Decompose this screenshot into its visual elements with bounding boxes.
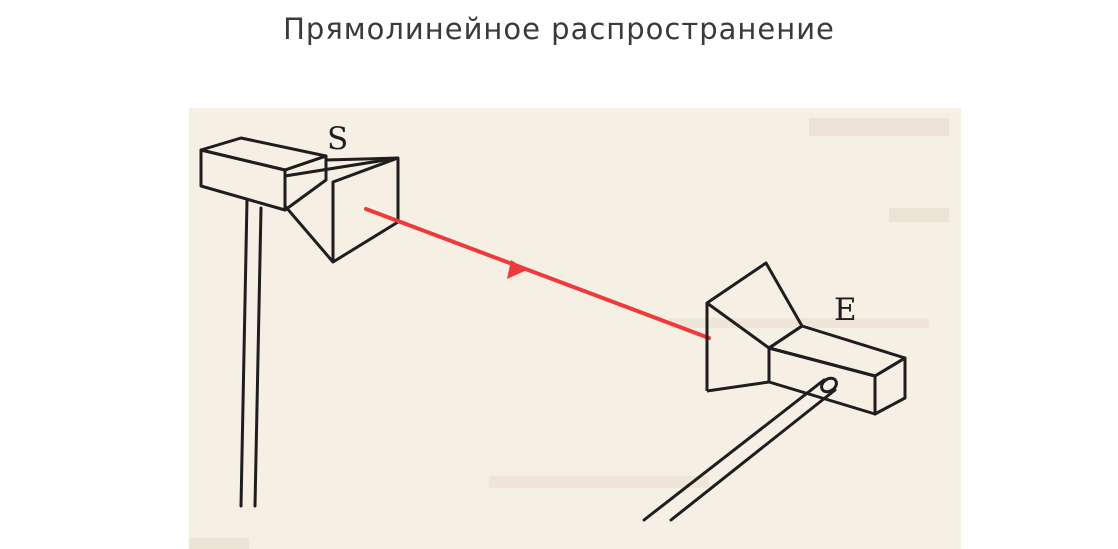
- receiver-box: [767, 324, 907, 416]
- source-label: S: [327, 121, 348, 157]
- source-box: [199, 136, 328, 212]
- propagation-beam: [364, 207, 711, 340]
- receiver-label: E: [834, 292, 857, 328]
- scan-bleed-through: [189, 118, 949, 549]
- source-stand: [239, 198, 263, 508]
- beam-arrowhead: [507, 260, 527, 279]
- diagram-panel: S E: [189, 108, 961, 549]
- source-horn: [283, 156, 400, 264]
- rectilinear-propagation-diagram: S E: [189, 118, 949, 549]
- receiver-stand: [642, 376, 838, 522]
- page-title: Прямолинейное распространение: [283, 12, 835, 46]
